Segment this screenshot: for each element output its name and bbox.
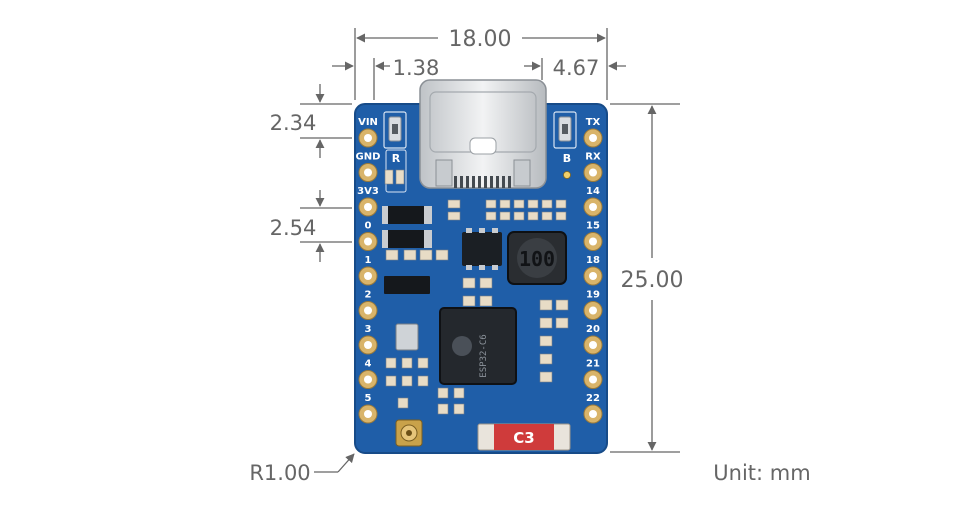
right-pin-pads [583, 128, 603, 424]
left-pin-label: GND [356, 152, 381, 163]
left-pin-label: 4 [365, 359, 372, 370]
left-pin-pad [358, 232, 378, 251]
reset-button [388, 116, 402, 142]
left-pin-pad [358, 163, 378, 182]
usb-c-connector [419, 79, 547, 189]
left-pin-pads [358, 128, 378, 424]
unit-label: Unit: mm [713, 461, 810, 485]
right-pin-pad [583, 404, 603, 424]
right-pin-label: 15 [586, 221, 600, 232]
right-pin-label: 18 [586, 255, 600, 266]
left-pin-pad [358, 197, 378, 217]
dimension-lines [300, 28, 680, 473]
left-pin-pad [358, 128, 378, 148]
esp32-chip: ESP32-C6 [439, 307, 517, 385]
right-pin-label: 19 [586, 290, 600, 301]
right-pin-pad [583, 266, 603, 286]
right-pin-pad [583, 163, 603, 182]
right-pin-label: 21 [586, 359, 600, 370]
left-pin-label: 2 [365, 290, 372, 301]
passive-components [384, 169, 569, 415]
right-pin-pad [583, 335, 603, 355]
right-pin-label: TX [586, 117, 601, 128]
left-pin-label: 1 [365, 255, 372, 266]
chip-antenna: C3 [477, 423, 571, 451]
dim-height: 25.00 [621, 268, 684, 293]
diodes [382, 206, 432, 294]
left-pin-label: 5 [365, 393, 372, 404]
button-label-right: B [563, 152, 571, 165]
right-pin-pad [583, 128, 603, 148]
dimension-labels: 18.00 1.38 4.67 2.34 2.54 25.00 R1.00 Un… [249, 27, 810, 485]
right-pin-pad [583, 370, 603, 389]
antenna-connector [395, 419, 423, 447]
left-pin-pad [358, 266, 378, 286]
button-label-left: R [392, 152, 401, 165]
dim-right-offset: 4.67 [553, 56, 600, 80]
boot-button [558, 116, 572, 142]
left-pin-label: 3V3 [357, 186, 379, 197]
left-pin-label: VIN [358, 117, 378, 128]
regulator-pins [466, 228, 498, 270]
dim-pitch-pin: 2.54 [270, 216, 317, 240]
dim-left-offset: 1.38 [393, 56, 440, 80]
dim-pitch-top: 2.34 [270, 111, 317, 135]
right-pin-pad [583, 301, 603, 320]
right-pin-label: RX [585, 152, 601, 163]
right-pin-pad [583, 232, 603, 251]
inductor-marking: 100 [519, 247, 555, 271]
right-pin-labels: TX RX 14 15 18 19 20 21 22 [585, 117, 601, 404]
left-pin-pad [358, 335, 378, 355]
inductor: 100 [507, 231, 567, 285]
chip-marking: ESP32-C6 [479, 334, 489, 377]
left-pin-label: 3 [365, 324, 372, 335]
regulator-ic [462, 232, 502, 266]
status-led [563, 171, 571, 179]
left-pin-label: 0 [365, 221, 372, 232]
left-pin-pad [358, 301, 378, 320]
left-pin-pad [358, 370, 378, 389]
right-pin-pad [583, 197, 603, 217]
dim-corner-radius: R1.00 [249, 461, 310, 485]
left-pin-pad [358, 404, 378, 424]
left-pin-labels: VIN GND 3V3 0 1 2 3 4 5 [356, 117, 381, 404]
crystal [395, 323, 419, 351]
right-pin-label: 22 [586, 393, 600, 404]
antenna-badge: C3 [513, 429, 534, 447]
dim-width: 18.00 [449, 27, 512, 52]
right-pin-label: 14 [586, 186, 600, 197]
right-pin-label: 20 [586, 324, 600, 335]
